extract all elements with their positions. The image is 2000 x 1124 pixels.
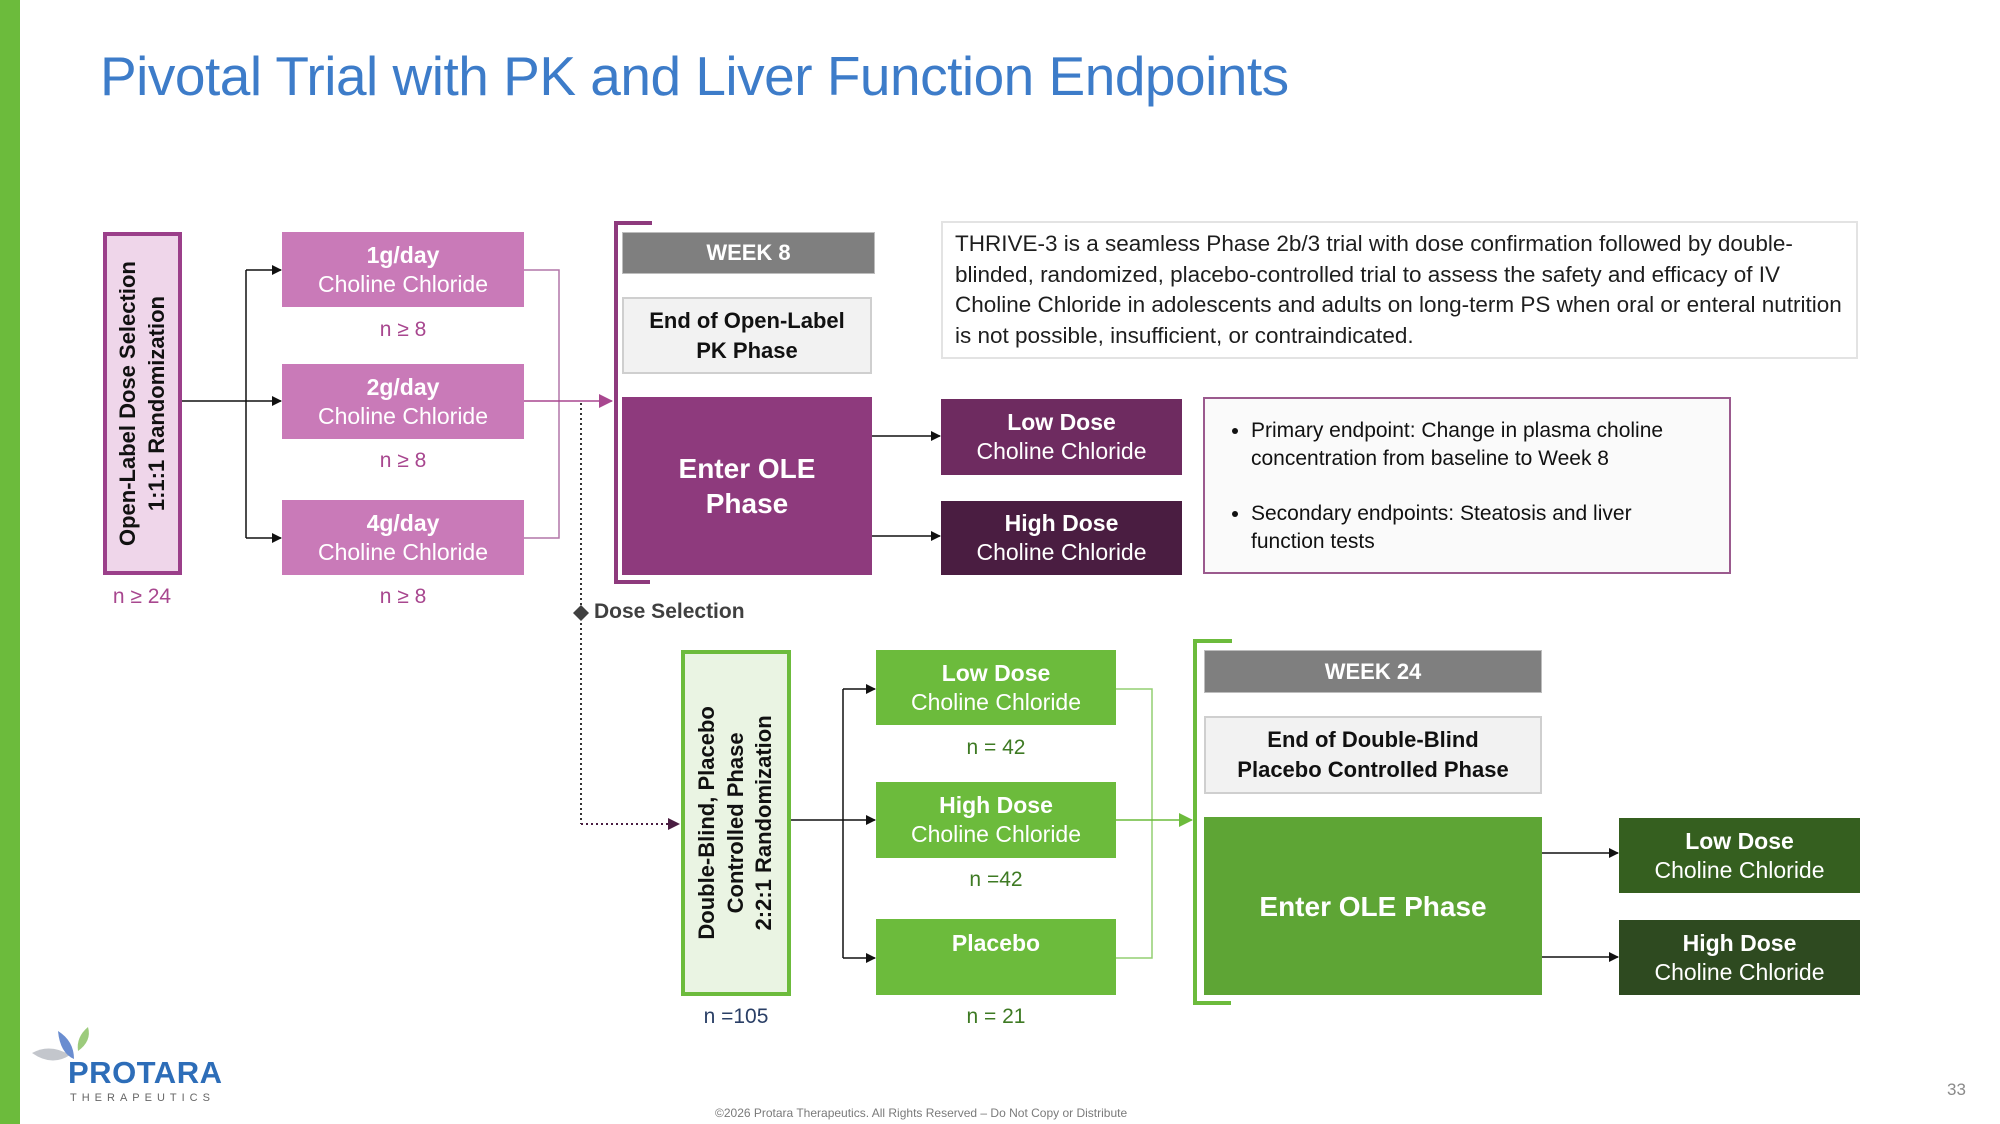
endpoints-box: Primary endpoint: Change in plasma choli… bbox=[1203, 397, 1731, 574]
ole-high-dose-green: High Dose Choline Chloride bbox=[1619, 920, 1860, 995]
open-label-randomization-box: Open-Label Dose Selection 1:1:1 Randomiz… bbox=[103, 232, 182, 575]
week-8-label: WEEK 8 bbox=[622, 232, 875, 274]
ole-high-dose-purple: High Dose Choline Chloride bbox=[941, 501, 1182, 575]
enter-ole-phase-box-week8: Enter OLE Phase bbox=[622, 397, 872, 575]
dose-merge-lines bbox=[524, 269, 613, 539]
week8-bracket bbox=[614, 221, 652, 584]
primary-endpoint: Primary endpoint: Change in plasma choli… bbox=[1251, 417, 1707, 474]
logo-name: PROTARA bbox=[68, 1055, 223, 1090]
open-label-n: n ≥ 24 bbox=[112, 585, 172, 608]
db-high-dose-arm: High Dose Choline Chloride bbox=[876, 782, 1116, 858]
dose-arm-4g-n: n ≥ 8 bbox=[379, 585, 427, 608]
diamond-icon bbox=[571, 603, 591, 623]
leaf-icon bbox=[32, 1027, 89, 1061]
ole-low-dose-purple: Low Dose Choline Chloride bbox=[941, 399, 1182, 475]
green-merge-lines bbox=[1116, 688, 1193, 959]
dose-selection-label: Dose Selection bbox=[594, 600, 745, 623]
trial-description: THRIVE-3 is a seamless Phase 2b/3 trial … bbox=[941, 221, 1858, 359]
accent-bar bbox=[0, 0, 20, 1124]
db-placebo-n: n = 21 bbox=[966, 1005, 1026, 1028]
db-low-dose-arm: Low Dose Choline Chloride bbox=[876, 650, 1116, 725]
week-24-label: WEEK 24 bbox=[1204, 650, 1542, 693]
enter-ole-phase-box-week24: Enter OLE Phase bbox=[1204, 817, 1542, 995]
ole-low-dose-green: Low Dose Choline Chloride bbox=[1619, 818, 1860, 893]
db-placebo-arm: Placebo bbox=[876, 919, 1116, 995]
page-title: Pivotal Trial with PK and Liver Function… bbox=[100, 45, 1289, 107]
open-label-split-arrows bbox=[182, 265, 282, 543]
dose-arm-1g-n: n ≥ 8 bbox=[379, 318, 427, 341]
dose-arm-1g: 1g/day Choline Chloride bbox=[282, 232, 524, 307]
page-number: 33 bbox=[1947, 1080, 1966, 1099]
logo-subtitle: THERAPEUTICS bbox=[70, 1092, 215, 1104]
open-label-title: Open-Label Dose Selection bbox=[114, 261, 140, 546]
dose-arm-2g-n: n ≥ 8 bbox=[379, 449, 427, 472]
dose-arm-4g: 4g/day Choline Chloride bbox=[282, 500, 524, 575]
dose-arm-2g: 2g/day Choline Chloride bbox=[282, 364, 524, 439]
db-high-dose-n: n =42 bbox=[969, 868, 1023, 891]
end-open-label-box: End of Open-Label PK Phase bbox=[622, 297, 872, 374]
secondary-endpoint: Secondary endpoints: Steatosis and liver… bbox=[1251, 500, 1707, 557]
protara-logo: PROTARA THERAPEUTICS bbox=[30, 1025, 230, 1115]
double-blind-n: n =105 bbox=[703, 1005, 769, 1028]
week24-bracket bbox=[1193, 639, 1232, 1005]
copyright-footer: ©2026 Protara Therapeutics. All Rights R… bbox=[715, 1106, 1128, 1120]
double-blind-randomization-box: Double-Blind, Placebo Controlled Phase 2… bbox=[681, 650, 791, 996]
end-double-blind-box: End of Double-Blind Placebo Controlled P… bbox=[1204, 716, 1542, 794]
db-low-dose-n: n = 42 bbox=[966, 736, 1026, 759]
open-label-ratio: 1:1:1 Randomization bbox=[143, 295, 169, 512]
